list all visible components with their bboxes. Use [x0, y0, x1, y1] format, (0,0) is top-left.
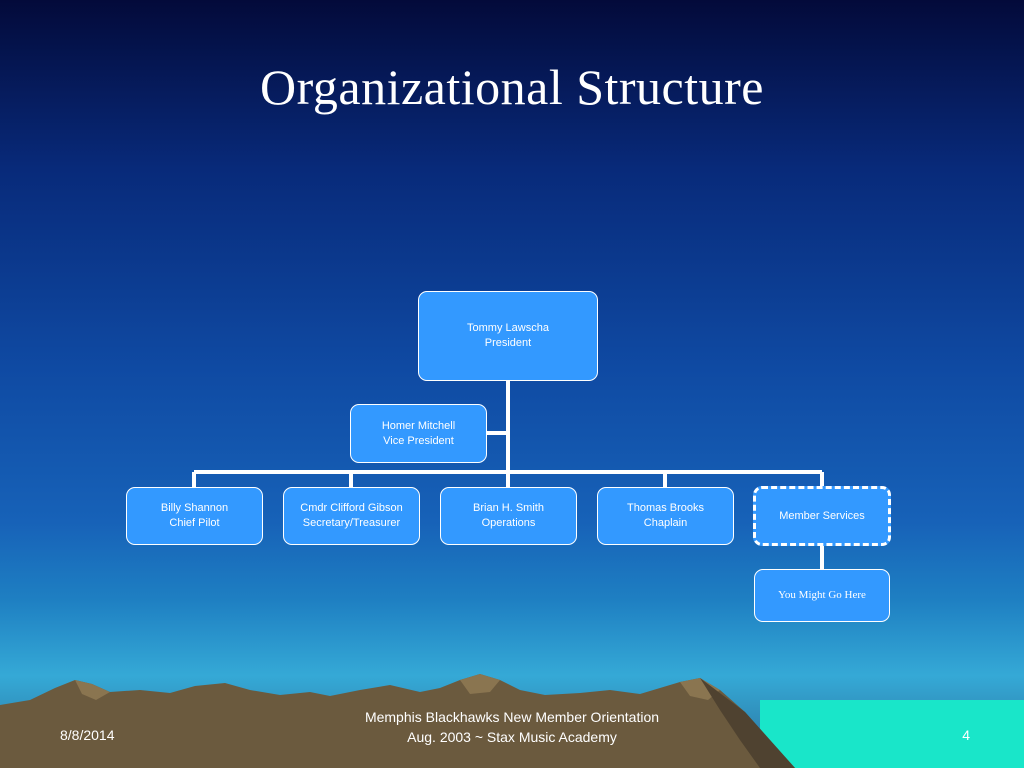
- slide-title: Organizational Structure: [260, 59, 764, 115]
- org-node-president: Tommy Lawscha President: [418, 291, 598, 381]
- node-name: Cmdr Clifford Gibson: [300, 502, 403, 514]
- org-node-member-services: Member Services: [753, 486, 891, 546]
- org-node-secretary-treasurer: Cmdr Clifford Gibson Secretary/Treasurer: [283, 487, 420, 545]
- mountain-range: [0, 674, 795, 768]
- node-role: Vice President: [383, 434, 454, 447]
- water-strip: [760, 700, 1024, 768]
- node-role: Chief Pilot: [169, 517, 220, 529]
- slide-number: 4: [962, 727, 970, 743]
- node-role: Chaplain: [643, 517, 688, 529]
- node-name: You Might Go Here: [778, 589, 866, 601]
- node-role: Operations: [481, 517, 536, 529]
- org-node-chief-pilot: Billy Shannon Chief Pilot: [126, 487, 263, 545]
- node-role: President: [484, 337, 532, 349]
- footer-date: 8/8/2014: [60, 727, 115, 743]
- org-node-you-might-go-here: You Might Go Here: [754, 569, 890, 622]
- node-name: Brian H. Smith: [473, 502, 544, 514]
- org-node-operations: Brian H. Smith Operations: [440, 487, 577, 545]
- org-node-vice-president: Homer Mitchell Vice President: [350, 404, 487, 463]
- footer-line-1: Memphis Blackhawks New Member Orientatio…: [364, 709, 660, 725]
- node-name: Billy Shannon: [160, 502, 229, 514]
- node-name: Member Services: [779, 509, 865, 522]
- node-name: Homer Mitchell: [381, 419, 456, 432]
- node-role: Secretary/Treasurer: [302, 517, 401, 529]
- org-node-chaplain: Thomas Brooks Chaplain: [597, 487, 734, 545]
- footer-caption: Memphis Blackhawks New Member Orientatio…: [312, 707, 712, 747]
- footer-line-2: Aug. 2003 ~ Stax Music Academy: [407, 729, 617, 745]
- node-name: Tommy Lawscha: [467, 322, 549, 334]
- node-name: Thomas Brooks: [626, 502, 705, 514]
